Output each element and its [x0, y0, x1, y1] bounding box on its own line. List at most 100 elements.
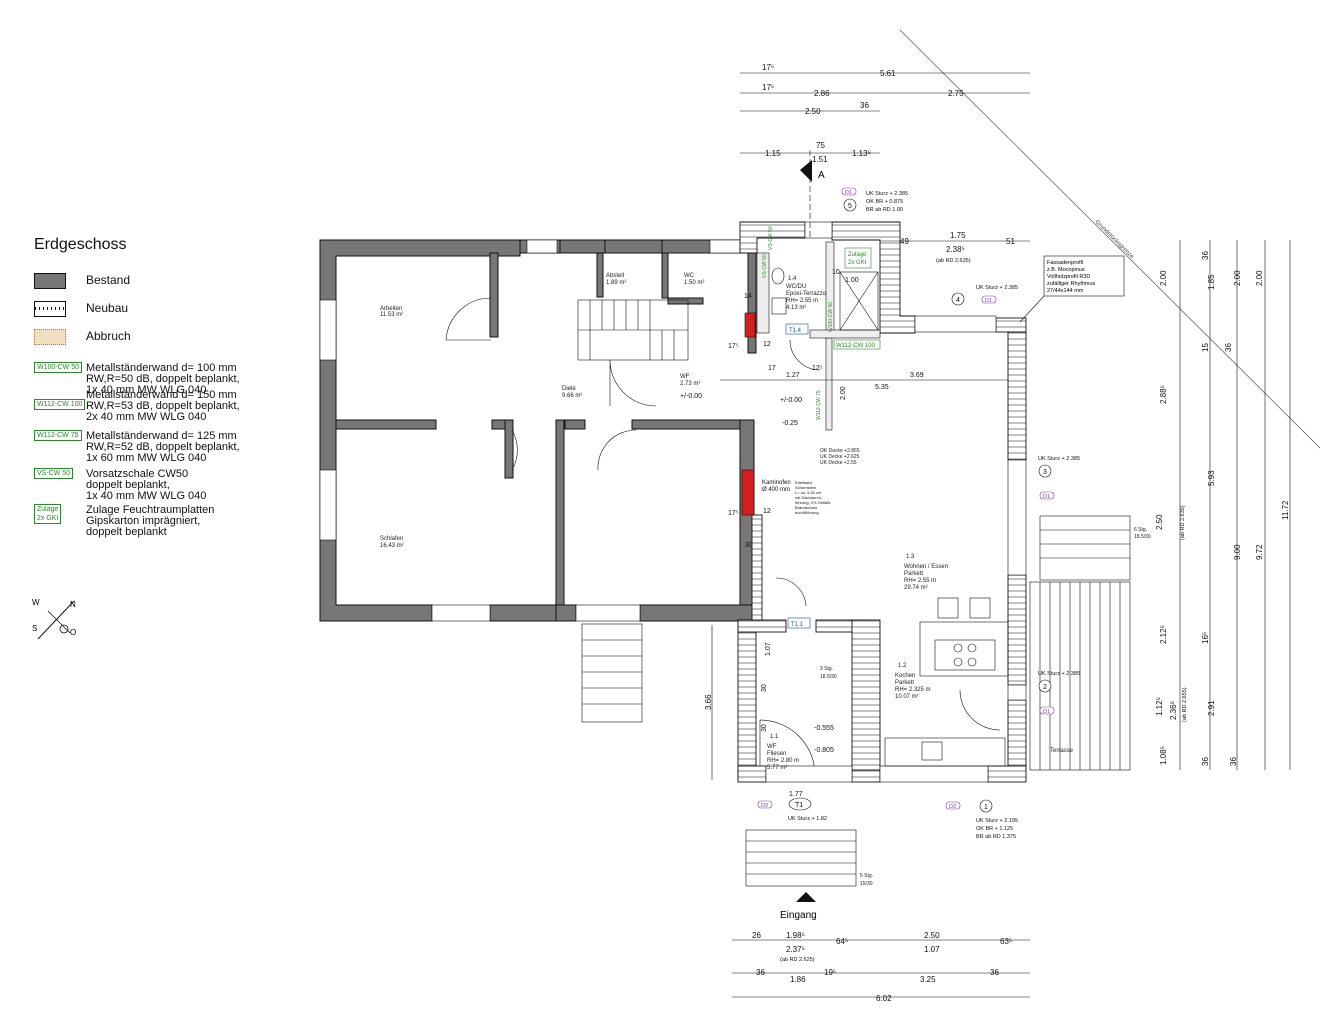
door-type-d1-c: D1 [1043, 494, 1050, 500]
level-wohnen-1: +/-0.00 [780, 397, 802, 404]
compass-w: W [32, 598, 40, 607]
room-wcdu-height: RH= 2.55 m [786, 298, 818, 304]
door-t1-number: T1 [795, 802, 803, 809]
stair6-size: 18.5/30 [1134, 534, 1151, 540]
window-5-rd: BR ab RD 1.00 [866, 207, 903, 213]
wall5-line1: Zulage Feuchtraumplatten [86, 504, 215, 516]
dim-r-36c: 36 [1201, 757, 1210, 766]
stair-notes: 6 Stg. 18.5/30 3 Stg. 18.5/30 5 Stg. 15/… [820, 527, 1151, 887]
doors [445, 297, 1001, 776]
room-wc-area: 1.50 m² [684, 280, 704, 286]
eingang-label: Eingang [780, 910, 817, 921]
abbruch-swatch [34, 329, 66, 345]
door-type-d1-a: D1 [845, 190, 852, 196]
drywalls [756, 241, 881, 431]
new-walls [737, 221, 1027, 783]
dim-top-4c: 1.51 [812, 155, 828, 164]
dim-in-17: 17 [768, 365, 776, 372]
window-3-number: 3 [1043, 469, 1047, 476]
kamin-note-6: Brandschutz [795, 505, 817, 510]
window-2-number: 2 [1043, 684, 1047, 691]
dim-r-108: 1.08⁵ [1159, 746, 1168, 765]
room-wf2-area: 5.77 m² [767, 765, 787, 771]
dim-top-1b: 5.61 [880, 69, 896, 78]
dim-in-14: 14 [744, 293, 752, 300]
dim-b-26: 26 [752, 931, 761, 940]
facade-3: Vollholzprofil R3D [1047, 274, 1090, 280]
tag-zulage-2: 2x GKI [848, 260, 867, 266]
dim-r-16: 16⁵ [1201, 632, 1210, 644]
dim-top-5e: (ab RD 2.635) [936, 258, 971, 264]
abbruch-label: Abbruch [86, 329, 131, 343]
dim-in-107: 1.07 [765, 642, 772, 656]
room-labels: Arbeiten 11.53 m² Schlafen 16.43 m² Diel… [380, 273, 1074, 771]
dim-top-5d: 51 [1006, 237, 1015, 246]
room-wohnen-number: 1.3 [906, 554, 915, 560]
dim-b-198: 1.98⁵ [786, 931, 805, 940]
facade-4: zufälliger Rhythmus [1047, 281, 1096, 287]
kamin-note-5: führung, 2% Gefälle, [795, 500, 831, 505]
window-1-sturz: UK Sturz + 2.195 [976, 818, 1018, 824]
dim-in-366: 3.66 [704, 694, 713, 710]
dim-in-12a: 12 [763, 341, 771, 348]
door-type-d2-b: D2 [761, 803, 768, 809]
room-wf-area: 2.73 m² [680, 381, 700, 387]
dim-b-237b: (ab RD 2.625) [780, 957, 815, 963]
dim-in-369: 3.69 [910, 372, 924, 379]
room-wcdu: WC/DU [786, 284, 806, 290]
note-decke-1: OK Decke +2.865 [820, 448, 860, 454]
dim-r-236b: (ab RD 2.655) [1182, 687, 1188, 722]
room-kochen-area: 10.07 m² [895, 694, 919, 700]
fireplace-notes: Kaminofen Ø 400 mm Edelstahl- Schornstei… [762, 480, 831, 515]
room-schlafen-area: 16.43 m² [380, 543, 404, 549]
dim-top-2a: 17⁵ [762, 83, 774, 92]
compass-icon: W N S O [32, 598, 76, 640]
room-diele: Diele [562, 386, 576, 392]
window-5-number: 5 [848, 203, 852, 210]
tag-t14: T1.4 [789, 328, 802, 334]
dim-in-30a: 30 [745, 542, 753, 549]
dim-r-112: 1.12⁵ [1155, 697, 1164, 716]
window-3-sturz: UK Sturz + 2.385 [1038, 456, 1080, 462]
dim-r-900: 9.00 [1233, 544, 1242, 560]
dim-b-602: 6.02 [876, 994, 892, 1003]
room-abstell-area: 1.89 m² [606, 280, 626, 286]
terrace-stair [1029, 515, 1131, 771]
wall4-line1: Vorsatzschale CW50 [86, 468, 189, 480]
dim-in-177: 1.77 [789, 791, 803, 798]
demolition-fireplace-wall [741, 469, 755, 516]
wall5-line3: doppelt beplankt [86, 526, 167, 538]
window-5-br: OK BR + 0.875 [866, 199, 903, 205]
wall3-tag: W112-CW 75 [34, 430, 82, 441]
legend-wall-2: W112-CW 100 Metallständerwand d= 150 mm … [34, 389, 284, 425]
wall2-line3: 2x 40 mm MW WLG 040 [86, 411, 207, 423]
wall2-line2: RW,R=53 dB, doppelt beplankt, [86, 400, 240, 412]
tag-vs-cw50-2: VS-CW 50 [768, 226, 774, 250]
dim-r-36d: 36 [1229, 757, 1238, 766]
existing-walls [319, 239, 757, 622]
dim-r-593: 5.93 [1207, 470, 1216, 486]
bathroom-fixtures [771, 267, 879, 331]
tag-w112-cw100: W112-CW 100 [836, 343, 876, 349]
dim-top-4b: 1.15 [765, 149, 781, 158]
room-wcdu-area: 4.13 m² [786, 305, 806, 311]
dim-r-36a: 36 [1201, 251, 1210, 260]
dim-top-2c: 2.75 [948, 89, 964, 98]
wall3-line2: RW,R=52 dB, doppelt beplankt, [86, 441, 240, 453]
dim-r-250: 2.50 [1155, 514, 1164, 530]
dim-in-127: 1.27 [786, 372, 800, 379]
room-wohnen-area: 29.74 m² [904, 585, 928, 591]
room-kochen-height: RH= 2.325 m [895, 687, 931, 693]
tag-zulage-1: Zulage [848, 252, 867, 258]
tag-w100-cw50: W100-CW 50 [828, 302, 834, 332]
dim-b-36b: 36 [990, 968, 999, 977]
dim-in-535: 5.35 [875, 384, 889, 391]
ceiling-notes: OK Decke +2.865 UK Decke +2.625 UK Decke… [820, 448, 860, 466]
dim-b-36a: 36 [756, 968, 765, 977]
wall1-line1: Metallständerwand d= 100 mm [86, 362, 237, 374]
stair6-count: 6 Stg. [1134, 527, 1147, 533]
dim-in-100: 1.00 [845, 277, 859, 284]
dim-top-5a: 49 [900, 237, 909, 246]
dim-in-10: 10 [832, 269, 840, 276]
dim-r-236: 2.36⁵ [1169, 701, 1178, 720]
